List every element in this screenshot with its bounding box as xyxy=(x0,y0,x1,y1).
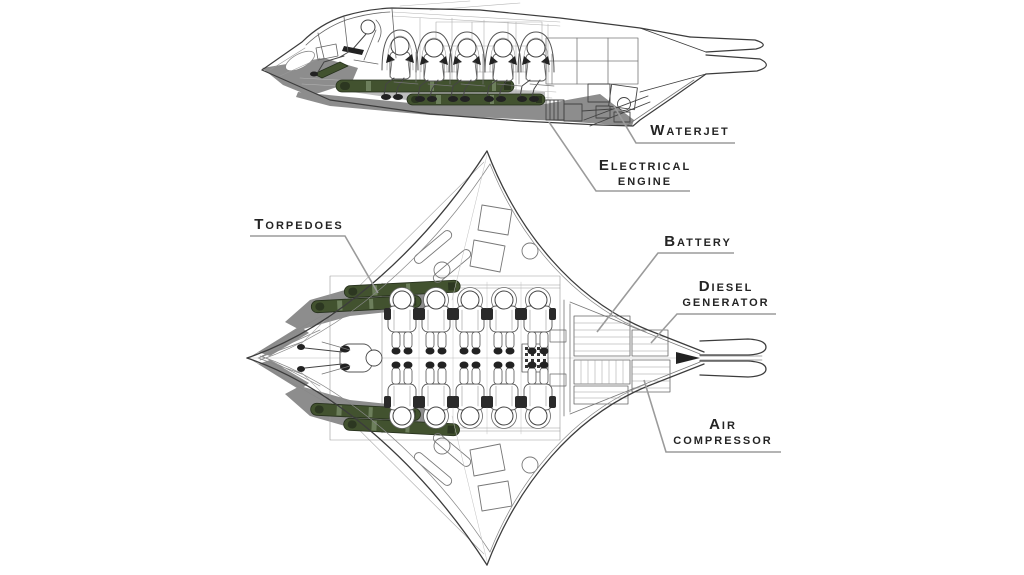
tail-point xyxy=(676,352,700,364)
side-view xyxy=(261,0,767,127)
waterjet-assembly xyxy=(583,83,651,127)
air-compressor-compartment xyxy=(631,359,671,393)
top-hull-inner-lines xyxy=(259,154,647,562)
side-hull-outline xyxy=(261,7,767,127)
canopy xyxy=(269,8,397,77)
cockpit-green-panel xyxy=(313,61,349,79)
wing-details xyxy=(413,204,539,512)
label-electrical-engine-line1: Electrical xyxy=(598,157,692,174)
top-view xyxy=(246,150,767,566)
label-air-compressor-line2: compressor xyxy=(673,431,773,448)
diesel-generator-leader-line xyxy=(650,313,776,344)
label-air-compressor: Air compressor xyxy=(662,417,784,447)
label-torpedoes: Torpedoes xyxy=(254,216,344,233)
label-diesel-generator-line1: Diesel xyxy=(698,278,754,295)
battery-leader-line xyxy=(596,252,734,333)
torpedoes-leader-line xyxy=(250,235,379,294)
label-air-compressor-line1: Air xyxy=(709,416,737,433)
pilot-figure-top xyxy=(297,341,383,375)
air-compressor-leader-line xyxy=(643,379,781,453)
label-diesel-generator: Diesel generator xyxy=(674,279,778,309)
top-hull-outline xyxy=(246,150,767,566)
battery-compartment xyxy=(573,315,631,357)
diesel-generator-compartment xyxy=(631,329,669,357)
electrical-engine-assembly xyxy=(545,99,613,122)
label-electrical-engine-line2: engine xyxy=(617,172,673,189)
annotation-leader-lines xyxy=(250,105,781,453)
label-battery: Battery xyxy=(664,233,732,250)
electrical-engine-leader-line xyxy=(548,121,690,192)
label-diesel-generator-line2: generator xyxy=(682,293,770,310)
label-electrical-engine: Electrical engine xyxy=(592,158,698,188)
waterjet-leader-line xyxy=(613,105,735,144)
label-waterjet: Waterjet xyxy=(650,122,730,139)
